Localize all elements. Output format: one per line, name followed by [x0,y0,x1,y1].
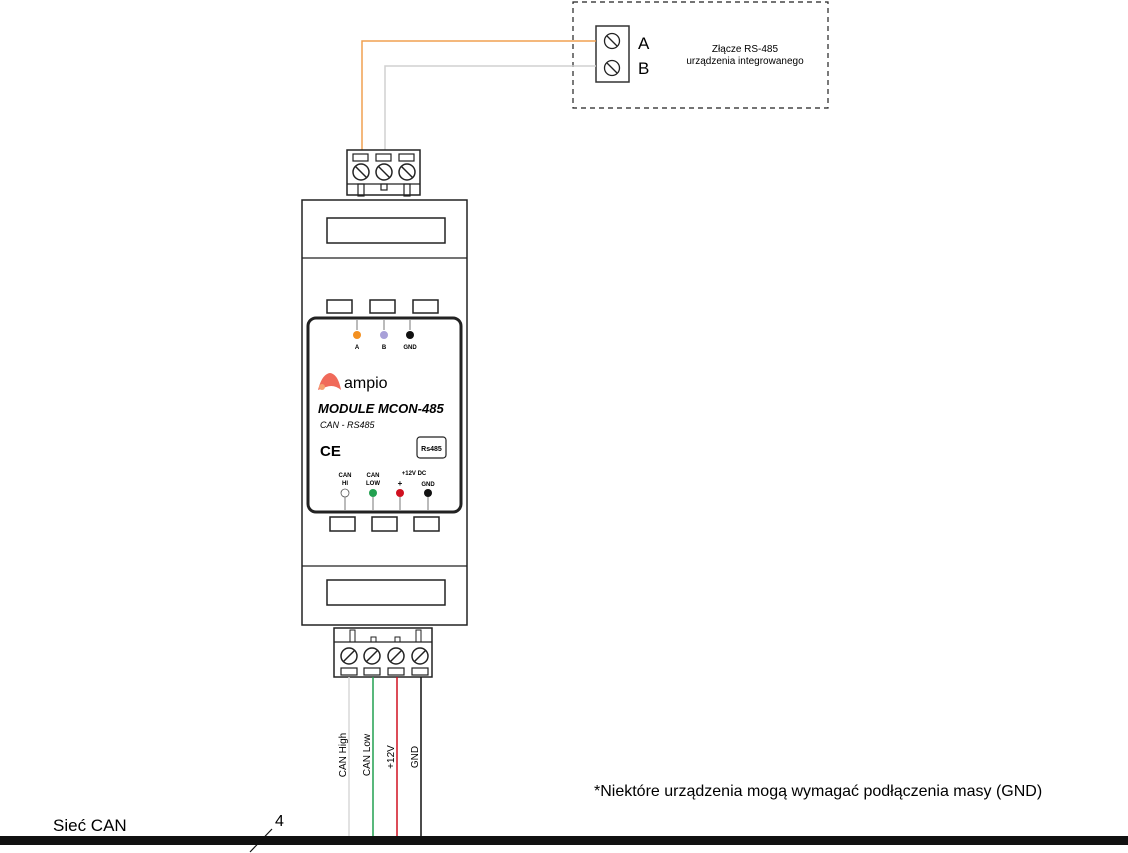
can-hi-label-1: CAN [339,473,352,479]
wire-a [361,40,596,152]
ce-mark: CE [320,443,341,460]
led-gnd-bottom-icon [424,489,432,497]
bottom-connector [333,627,433,678]
led-power-icon [396,489,404,497]
led-can-low-icon [369,489,377,497]
rs485-terminal-block [595,25,630,83]
wire-gnd-label: GND [410,746,421,768]
rs485-badge-text: Rs485 [421,446,442,453]
led-b-icon [380,331,388,339]
front-panel [306,316,463,514]
can-bus-line [0,836,1128,845]
screw-icon [603,32,621,50]
wire-can-low-label: CAN Low [362,733,373,776]
rs485-badge [416,436,447,459]
terminal-a-label: A [638,34,650,53]
led-gnd-icon [406,331,414,339]
footnote: *Niektóre urządzenia mogą wymagać podłąc… [594,783,1042,800]
wire-12v-label: +12V [386,745,397,769]
led-a-label: A [355,345,360,351]
plus-label: + [398,479,403,488]
device-title-line1: Złącze RS-485 [712,44,779,55]
can-low-label-2: LOW [366,481,380,487]
wire-can-high-label: CAN High [338,733,349,777]
gnd-label: GND [421,482,435,488]
screw-icon [603,59,621,77]
led-a-icon [353,331,361,339]
wire-count-label: 4 [275,813,284,830]
power-label: +12V DC [402,471,427,477]
brand-name: ampio [344,375,388,392]
device-title-line2: urządzenia integrowanego [686,56,804,67]
model-subtitle: CAN - RS485 [320,420,376,430]
top-connector [346,149,421,197]
wire-count-slash [249,828,273,853]
external-device: A B Złącze RS-485 urządzenia integrowane… [572,1,829,109]
wire-b [384,65,596,152]
led-b-label: B [382,345,387,351]
led-can-hi-icon [340,488,350,498]
led-gnd-label: GND [403,345,417,351]
external-device-boundary [572,1,829,109]
can-hi-label-2: HI [342,481,348,487]
module-mcon-485: A B GND ampio MODULE MCON-485 CAN - RS48… [301,199,468,626]
can-low-label-1: CAN [367,473,380,479]
can-bus-label: Sieć CAN [53,816,127,835]
terminal-b-label: B [638,59,649,78]
model-name: MODULE MCON-485 [318,401,444,416]
